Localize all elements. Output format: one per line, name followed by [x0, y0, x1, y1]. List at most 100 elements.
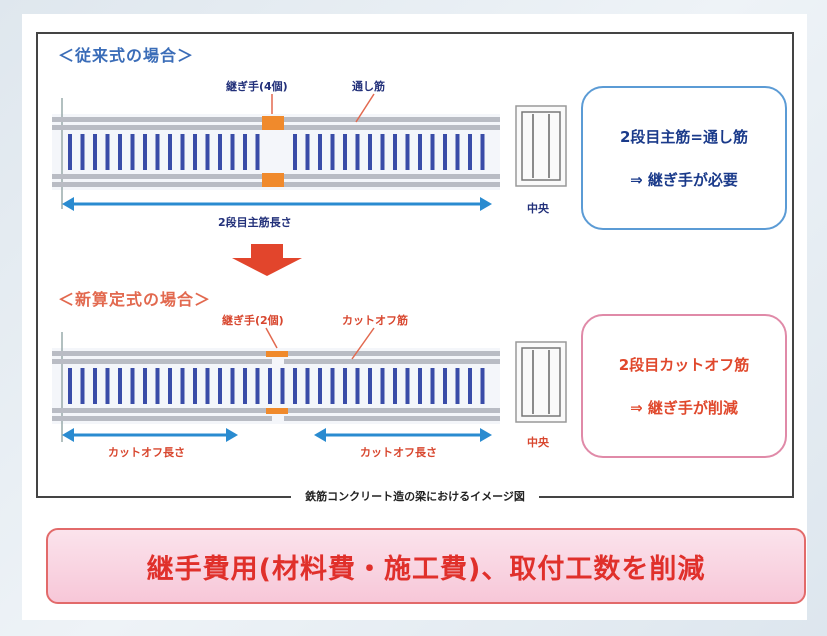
old-stirrup	[130, 134, 135, 170]
old-stirrup	[455, 134, 460, 170]
new-stirrup	[80, 368, 85, 404]
new-stirrup	[243, 368, 247, 404]
old-stirrup	[405, 134, 410, 170]
old-length-label: 2段目主筋長さ	[218, 216, 292, 229]
new-stirrup	[380, 368, 385, 404]
diagram-caption-text: 鉄筋コンクリート造の梁におけるイメージ図	[291, 490, 539, 503]
old-length-arrow-right-head	[480, 197, 492, 211]
new-length-right-arrow-left-head	[314, 428, 326, 442]
old-joint-top-marker	[262, 116, 284, 130]
new-stirrup	[405, 368, 410, 404]
new-column-section	[515, 341, 567, 423]
new-bottom-bar-2-right	[284, 416, 500, 421]
old-stirrup	[480, 134, 485, 170]
transition-arrow-head	[232, 258, 302, 276]
new-top-bar-2-right	[284, 359, 500, 364]
new-stirrup	[93, 368, 97, 404]
new-stirrup	[180, 368, 185, 404]
new-stirrup	[168, 368, 172, 404]
old-stirrup	[143, 134, 147, 170]
old-stirrup	[68, 134, 72, 170]
new-length-right-arrow-right-head	[480, 428, 492, 442]
new-stirrup	[480, 368, 485, 404]
old-stirrup	[118, 134, 122, 170]
old-stirrup	[93, 134, 97, 170]
old-stirrup	[393, 134, 397, 170]
new-length-right-label: カットオフ長さ	[360, 446, 437, 459]
new-stirrup	[268, 368, 272, 404]
old-method-title: ＜従来式の場合＞	[58, 46, 195, 65]
summary-banner: 継手費用(材料費・施工費)、取付工数を削減	[46, 528, 806, 604]
old-stirrup	[105, 134, 110, 170]
old-stirrup	[80, 134, 85, 170]
new-stirrup	[143, 368, 147, 404]
beam-diagram-graphics	[52, 93, 567, 442]
new-stirrup	[293, 368, 297, 404]
old-stirrup	[180, 134, 185, 170]
new-stirrup	[318, 368, 322, 404]
new-stirrup	[130, 368, 135, 404]
new-stirrup	[193, 368, 197, 404]
old-stirrup	[243, 134, 247, 170]
new-stirrup	[205, 368, 210, 404]
old-column-section	[515, 105, 567, 187]
new-stirrup	[355, 368, 360, 404]
diagram-caption: 鉄筋コンクリート造の梁におけるイメージ図	[36, 488, 794, 504]
old-stirrup	[468, 134, 472, 170]
new-stirrup	[430, 368, 435, 404]
new-length-left-arrow-left-head	[62, 428, 74, 442]
new-stirrup	[305, 368, 310, 404]
old-summary-line1: 2段目主筋=通し筋	[619, 128, 748, 146]
old-stirrup	[218, 134, 222, 170]
new-stirrup	[443, 368, 447, 404]
new-cutoff-bar-callout: カットオフ筋	[342, 314, 408, 327]
figure-card: ＜従来式の場合＞ ＜新算定式の場合＞ 継ぎ手(4個) 通し筋 2段目主筋長さ 中…	[22, 14, 807, 620]
new-method-title: ＜新算定式の場合＞	[58, 290, 212, 309]
new-summary-line1: 2段目カットオフ筋	[618, 356, 750, 374]
new-stirrup	[468, 368, 472, 404]
old-stirrup	[255, 134, 260, 170]
old-stirrup	[205, 134, 210, 170]
new-column-section-inner	[521, 347, 561, 417]
old-stirrup	[380, 134, 385, 170]
new-summary-line2: ⇒ 継ぎ手が削減	[630, 399, 738, 417]
new-stirrup	[218, 368, 222, 404]
old-center-label: 中央	[527, 202, 549, 215]
old-stirrup	[368, 134, 372, 170]
new-top-bar-2-left	[52, 359, 272, 364]
new-stirrup	[343, 368, 347, 404]
new-stirrup	[330, 368, 335, 404]
new-stirrup	[280, 368, 285, 404]
new-stirrup	[455, 368, 460, 404]
old-stirrup	[355, 134, 360, 170]
new-stirrup	[393, 368, 397, 404]
new-stirrup	[118, 368, 122, 404]
old-through-bar-callout-line	[355, 93, 375, 123]
old-stirrup	[168, 134, 172, 170]
new-stirrup	[255, 368, 260, 404]
old-stirrup	[293, 134, 297, 170]
new-joint-bottom-marker	[266, 408, 288, 414]
old-stirrups	[68, 134, 485, 170]
new-bottom-bar-2-left	[52, 416, 272, 421]
old-stirrup	[330, 134, 335, 170]
new-length-left-arrow-right-head	[226, 428, 238, 442]
old-joint-callout: 継ぎ手(4個)	[226, 80, 288, 93]
old-stirrup	[418, 134, 422, 170]
new-stirrup	[155, 368, 160, 404]
old-stirrup	[305, 134, 310, 170]
new-joint-top-marker	[266, 351, 288, 357]
new-beam	[52, 327, 567, 442]
new-stirrup	[68, 368, 72, 404]
old-stirrup	[430, 134, 435, 170]
old-stirrup	[155, 134, 160, 170]
new-stirrup	[418, 368, 422, 404]
new-length-left-label: カットオフ長さ	[108, 446, 185, 459]
new-stirrup	[105, 368, 110, 404]
new-center-label: 中央	[527, 436, 549, 449]
old-stirrup	[230, 134, 235, 170]
old-stirrup	[193, 134, 197, 170]
old-stirrup	[343, 134, 347, 170]
old-stirrup	[443, 134, 447, 170]
new-stirrup	[368, 368, 372, 404]
